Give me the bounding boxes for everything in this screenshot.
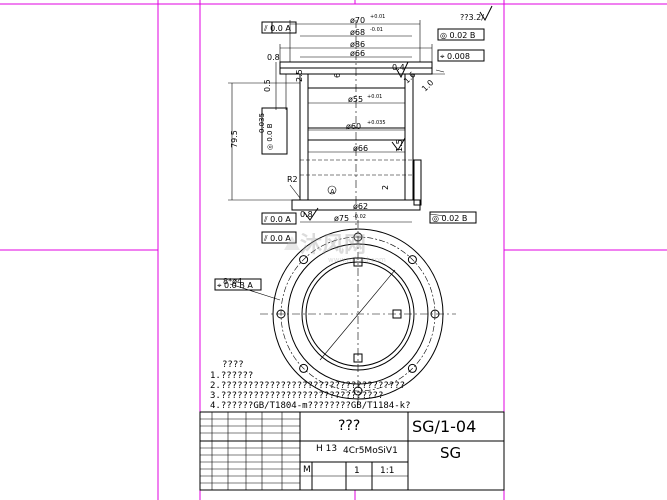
svg-text:0.8: 0.8 bbox=[267, 53, 280, 62]
company-name: SG bbox=[440, 444, 462, 462]
svg-text:⫽ 0.0 A: ⫽ 0.0 A bbox=[263, 215, 291, 224]
part-name: ??? bbox=[338, 418, 361, 434]
svg-text:www.mfcad.com: www.mfcad.com bbox=[328, 256, 386, 264]
svg-text:1.5: 1.5 bbox=[395, 139, 404, 152]
svg-text:ø60: ø60 bbox=[346, 122, 361, 131]
svg-text:ø62: ø62 bbox=[353, 202, 368, 211]
svg-text:0.5: 0.5 bbox=[263, 79, 272, 92]
plan-view bbox=[229, 220, 456, 408]
svg-text:ø86: ø86 bbox=[350, 40, 365, 49]
svg-text:◎ 0.0 B: ◎ 0.0 B bbox=[266, 123, 274, 150]
svg-text:8*ø4: 8*ø4 bbox=[223, 277, 242, 286]
svg-text:◎ 0.02 B: ◎ 0.02 B bbox=[432, 214, 467, 223]
svg-text:6: 6 bbox=[333, 73, 342, 78]
note-1: 1.?????? bbox=[210, 371, 254, 381]
svg-text:ø66: ø66 bbox=[353, 144, 368, 153]
roughness-symbol: ??3.2/ bbox=[460, 13, 484, 22]
svg-text:1.6: 1.6 bbox=[402, 70, 417, 85]
svg-text:R2: R2 bbox=[287, 175, 298, 184]
svg-text:1.0: 1.0 bbox=[420, 78, 435, 93]
note-2: 2.?????????????????????????????????? bbox=[210, 381, 406, 391]
svg-text:2.5: 2.5 bbox=[295, 69, 304, 82]
svg-text:⫽ 0.0 A: ⫽ 0.0 A bbox=[263, 24, 291, 33]
scale-value: 1:1 bbox=[380, 466, 395, 476]
svg-text:ø66: ø66 bbox=[350, 49, 365, 58]
note-4: 4.??????GB/T1804-m????????GB/T1184-k? bbox=[210, 401, 411, 411]
watermark: 沐风网 www.mfcad.com bbox=[284, 233, 386, 264]
dim-d70: ø70 bbox=[350, 16, 365, 25]
svg-text:⫽ 0.0 A: ⫽ 0.0 A bbox=[263, 234, 291, 243]
svg-text:0.4: 0.4 bbox=[392, 63, 405, 72]
svg-text:+0.035: +0.035 bbox=[367, 120, 386, 126]
svg-text:ø75: ø75 bbox=[334, 214, 349, 223]
note-3: 3.?????????????????????????????? bbox=[210, 391, 384, 401]
notes-heading: ???? bbox=[222, 360, 244, 370]
svg-text:⌖ 0.008: ⌖ 0.008 bbox=[440, 52, 470, 61]
title-block bbox=[199, 411, 505, 491]
svg-text:◎ 0.02 B: ◎ 0.02 B bbox=[440, 31, 475, 40]
svg-text:-0.02: -0.02 bbox=[353, 214, 366, 220]
drawing-number: SG/1-04 bbox=[412, 417, 477, 436]
svg-text:+0.01: +0.01 bbox=[370, 14, 385, 20]
quantity: 1 bbox=[354, 466, 360, 476]
material: 4Cr5MoSiV1 bbox=[343, 446, 398, 456]
svg-text:2: 2 bbox=[381, 185, 390, 190]
material-row: H 13 bbox=[316, 444, 338, 454]
svg-text:沐风网: 沐风网 bbox=[300, 233, 366, 258]
svg-text:A: A bbox=[330, 188, 335, 196]
scale-label: M bbox=[303, 465, 311, 475]
svg-text:-0.01: -0.01 bbox=[370, 27, 383, 33]
svg-text:ø55: ø55 bbox=[348, 95, 363, 104]
svg-text:+0.01: +0.01 bbox=[367, 94, 382, 100]
section-view bbox=[228, 5, 493, 230]
svg-text:ø68: ø68 bbox=[350, 28, 365, 37]
svg-text:79.5: 79.5 bbox=[230, 130, 239, 148]
svg-text:0.8: 0.8 bbox=[300, 210, 313, 219]
